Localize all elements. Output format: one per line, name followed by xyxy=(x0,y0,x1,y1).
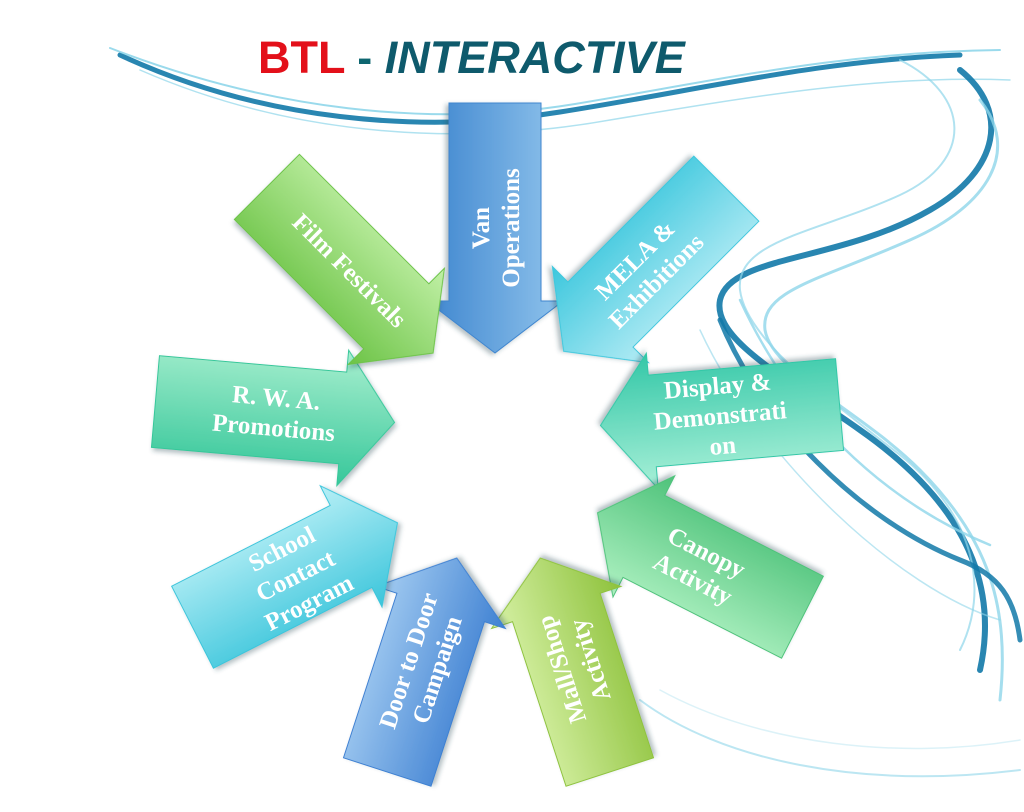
arrow-shape-school xyxy=(170,484,399,669)
swirl-line xyxy=(716,67,995,673)
arrow-label-line: Van xyxy=(468,207,495,249)
title-btl: BTL xyxy=(258,32,345,83)
arrow-display: Display &Demonstration xyxy=(599,351,845,491)
arrow-shape-mall xyxy=(490,557,655,787)
arrow-shape-canopy xyxy=(596,474,825,659)
swirl-line xyxy=(639,699,1021,778)
arrow-label-line: Operations xyxy=(498,168,525,288)
title-separator: - xyxy=(357,32,373,83)
arrow-label-line: on xyxy=(708,432,737,461)
arrow-shape-door xyxy=(342,557,507,787)
arrow-shape-film xyxy=(233,153,446,366)
title-interactive: INTERACTIVE xyxy=(384,32,685,83)
swirl-line xyxy=(738,59,976,651)
arrow-canopy: CanopyActivity xyxy=(596,474,825,659)
arrow-shape-display xyxy=(599,351,845,491)
arrow-shape-rwa xyxy=(150,348,396,488)
swirl-line xyxy=(763,98,1004,702)
swirl-line xyxy=(109,47,1001,116)
swirl-line xyxy=(659,689,1021,750)
arrow-mall: Mall/ShopActivity xyxy=(490,557,655,787)
arrow-shape-mela xyxy=(551,155,760,364)
swirl-line xyxy=(117,52,963,125)
diagram-title: BTL - INTERACTIVE xyxy=(258,28,685,88)
arrow-rwa: R. W. A.Promotions xyxy=(150,348,396,488)
swirl-line xyxy=(139,69,1011,135)
arrow-shape-van xyxy=(425,102,565,354)
